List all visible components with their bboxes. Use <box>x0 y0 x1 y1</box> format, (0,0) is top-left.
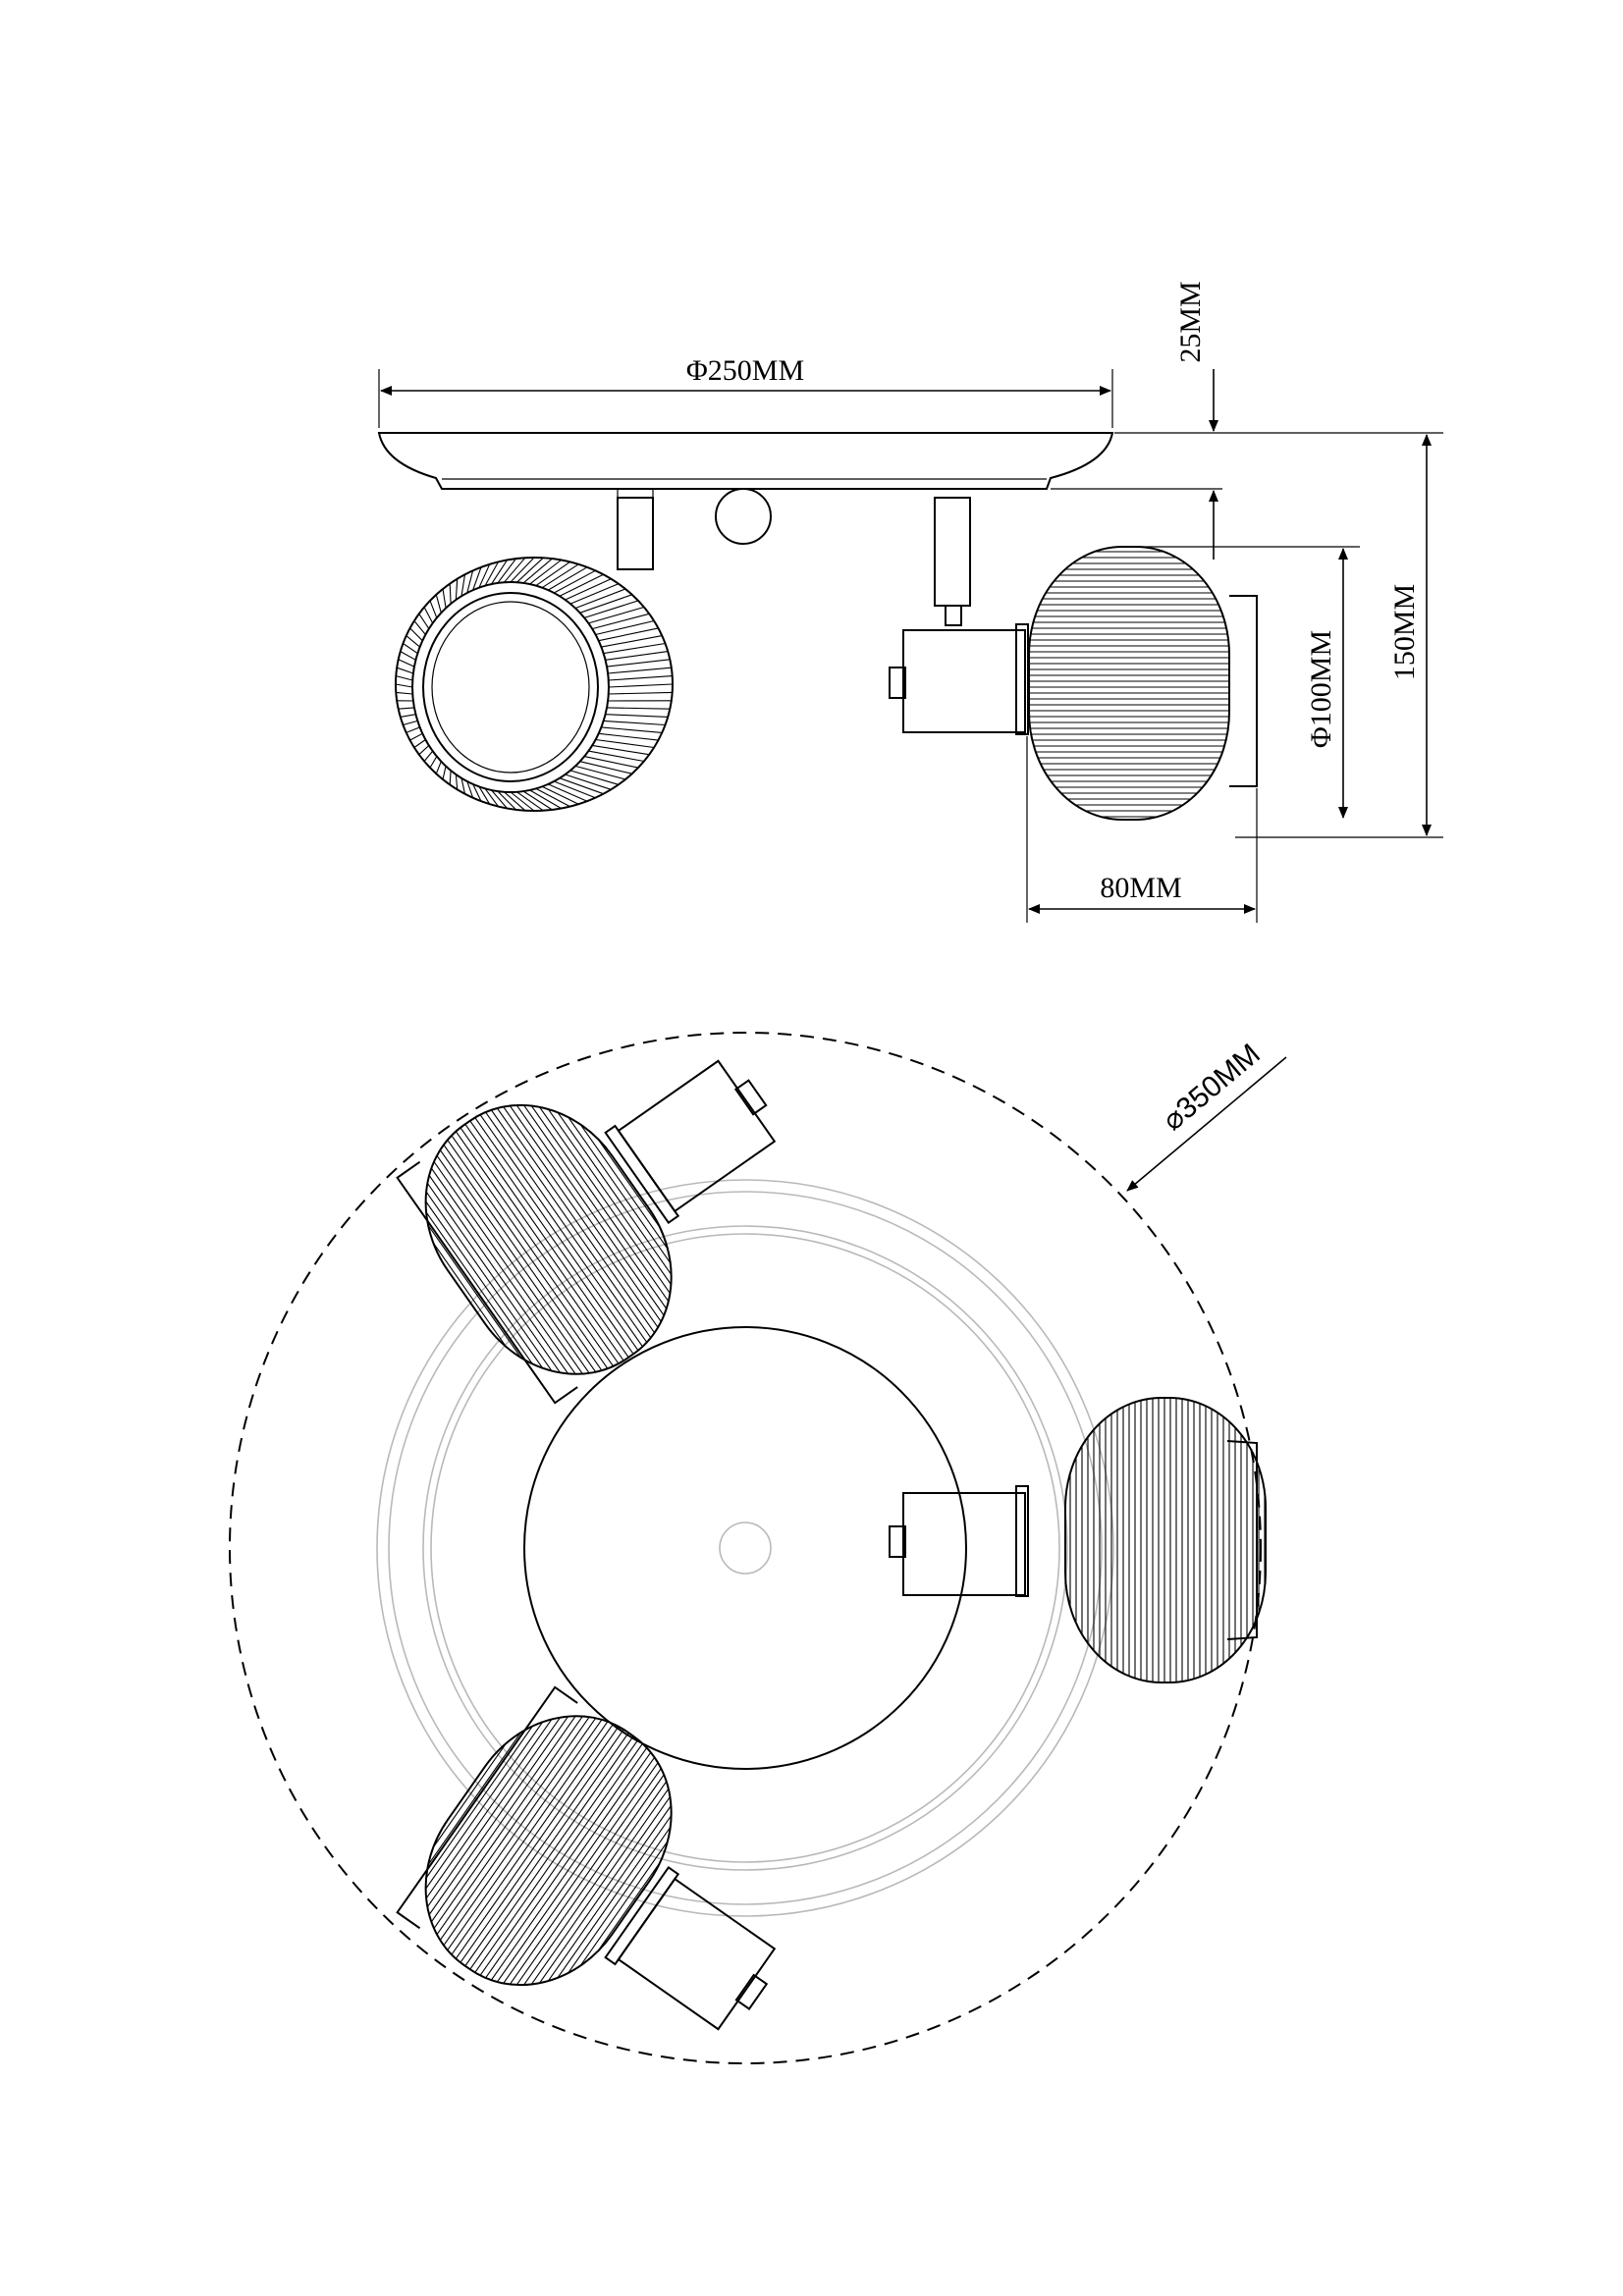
center-hub <box>719 1522 772 1575</box>
socket-body <box>902 629 1026 733</box>
inner-plate <box>523 1326 967 1770</box>
label-shade-diameter: Φ100MM <box>1305 630 1337 748</box>
overall-outline <box>229 1032 1262 2064</box>
left-shade <box>395 557 674 812</box>
base-plate <box>377 432 1114 490</box>
side-view: Φ250MM 25MM 150MM Φ100MM 80MM <box>377 281 1443 923</box>
left-arm <box>617 497 654 570</box>
right-shade <box>1028 546 1258 821</box>
dim-shade-diameter: Φ100MM <box>1129 546 1360 819</box>
label-base-diameter: Φ250MM <box>686 354 804 387</box>
label-shade-depth: 80MM <box>1100 872 1181 904</box>
dim-base-diameter: Φ250MM <box>378 354 1113 428</box>
center-knob <box>715 488 772 545</box>
right-arm <box>934 497 971 607</box>
top-view: ⌀350MM <box>229 1032 1287 2064</box>
dim-base-height: 25MM <box>1051 281 1443 560</box>
dim-overall-diameter: ⌀350MM <box>1126 1038 1287 1192</box>
top-spot-upper <box>384 1059 777 1415</box>
label-base-height: 25MM <box>1174 281 1207 362</box>
label-total-height: 150MM <box>1388 584 1421 680</box>
top-spot-lower <box>384 1676 777 2031</box>
dim-total-height: 150MM <box>1235 434 1443 838</box>
base-ring-outer <box>376 1179 1114 1917</box>
dim-shade-depth: 80MM <box>1026 736 1258 923</box>
